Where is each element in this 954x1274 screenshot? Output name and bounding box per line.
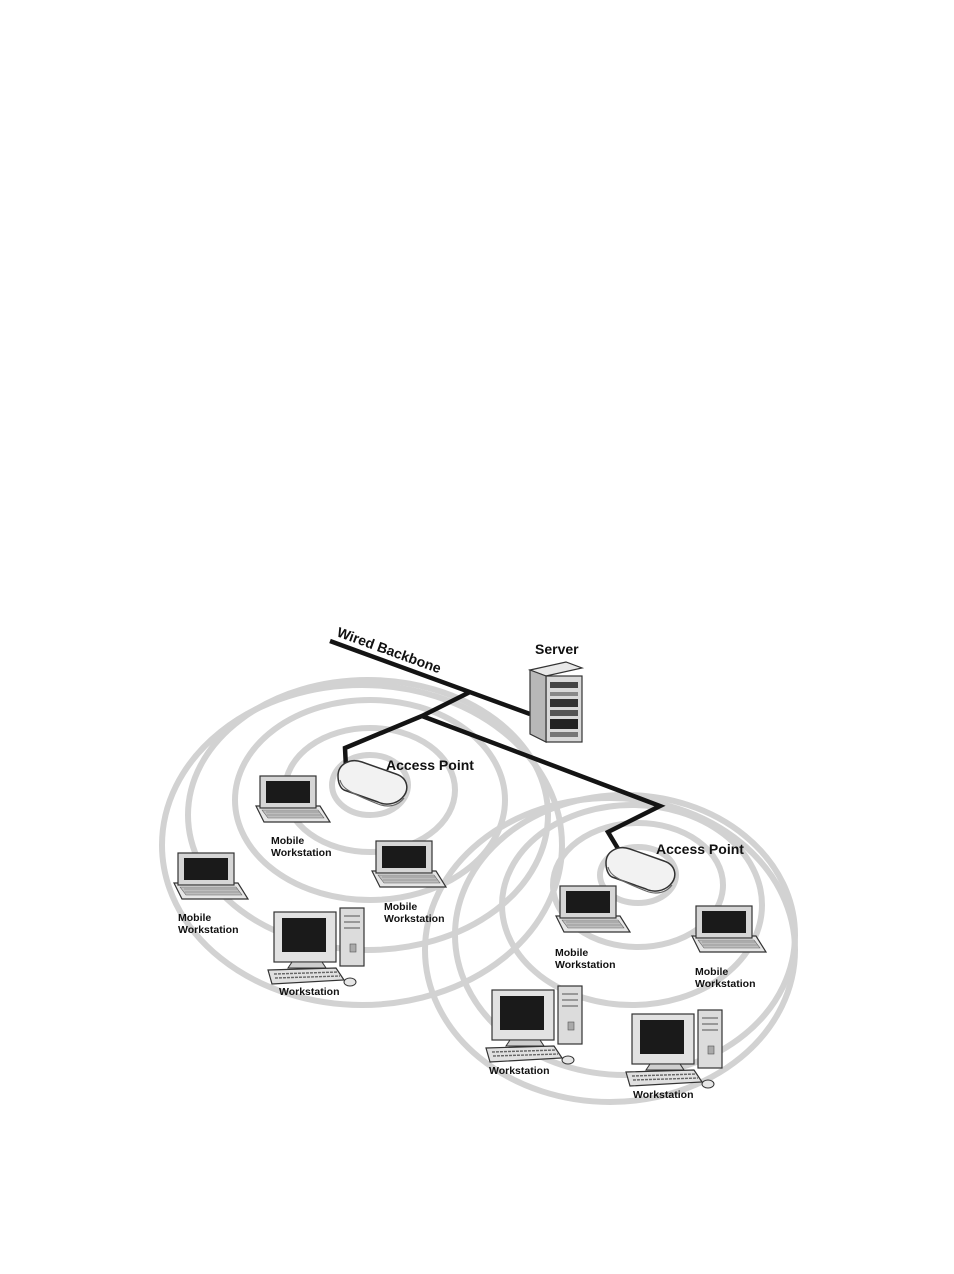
- laptop-icon: [371, 840, 447, 888]
- laptop-icon: [255, 775, 331, 823]
- access-point-label: Access Point: [386, 757, 474, 773]
- device-label-line1: Workstation: [489, 1065, 549, 1077]
- device-label-line1: Mobile: [695, 966, 728, 978]
- device-label-line2: Workstation: [384, 913, 444, 925]
- device-label-line1: Mobile: [178, 912, 211, 924]
- access-point-label: Access Point: [656, 841, 744, 857]
- device-label-line1: Mobile: [384, 901, 417, 913]
- desktop-workstation-icon: [485, 985, 583, 1065]
- device-label-line2: Workstation: [555, 959, 615, 971]
- device-label-line1: Mobile: [555, 947, 588, 959]
- wired-backbone-cable: [329, 638, 666, 854]
- device-label-line1: Workstation: [279, 986, 339, 998]
- device-label-line1: Workstation: [633, 1089, 693, 1101]
- laptop-icon: [555, 885, 631, 933]
- laptop-icon: [691, 905, 767, 953]
- server-rack-icon: [527, 661, 585, 743]
- coverage-rings-left: [159, 677, 565, 1008]
- coverage-rings-right: [422, 792, 798, 1105]
- device-label-line2: Workstation: [695, 978, 755, 990]
- server-label: Server: [535, 641, 579, 657]
- device-label-line2: Workstation: [178, 924, 238, 936]
- device-label-line2: Workstation: [271, 847, 331, 859]
- device-label-line1: Mobile: [271, 835, 304, 847]
- desktop-workstation-icon: [267, 907, 365, 987]
- laptop-icon: [173, 852, 249, 900]
